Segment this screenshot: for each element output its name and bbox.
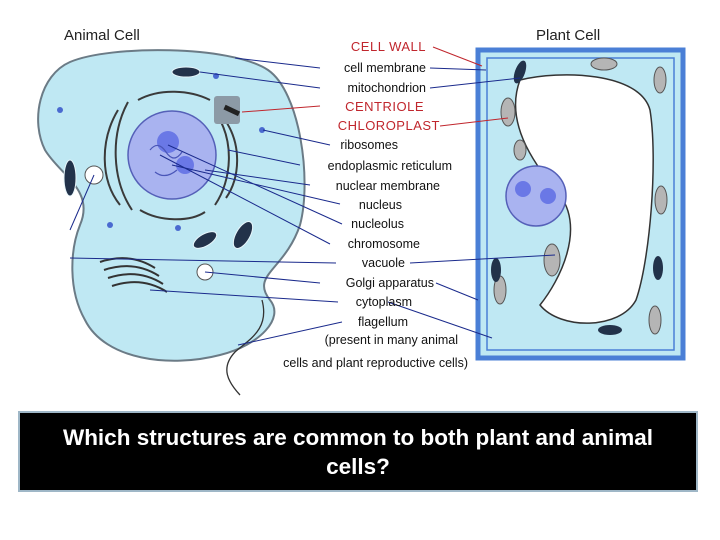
label-cytoplasm: cytoplasm — [356, 295, 412, 309]
animal-golgi — [99, 257, 168, 293]
plant-chloroplasts — [493, 57, 668, 335]
label-mitochondrion: mitochondrion — [347, 81, 426, 95]
question-text: Which structures are common to both plan… — [62, 424, 654, 479]
plant-nucleolus — [515, 181, 531, 197]
label-chromosome: chromosome — [348, 237, 420, 251]
label-cell-wall: CELL WALL — [351, 39, 426, 54]
label-nuclear-membrane: nuclear membrane — [336, 179, 440, 193]
label-nucleolus: nucleolus — [351, 217, 404, 231]
question-box: Which structures are common to both plan… — [18, 411, 698, 492]
animal-mitochondria — [63, 66, 254, 249]
label-flagellum-note-1: (present in many animal — [325, 333, 458, 347]
leader-lines — [69, 46, 556, 346]
animal-nucleus — [127, 110, 217, 200]
label-flagellum-note-2: cells and plant reproductive cells) — [283, 356, 468, 370]
labels: CELL WALL cell membrane mitochondrion CE… — [283, 39, 468, 370]
plant-mitochondria — [491, 60, 663, 335]
animal-cell-title: Animal Cell — [64, 27, 140, 44]
label-cell-membrane: cell membrane — [344, 61, 426, 75]
animal-nucleolus — [157, 131, 179, 153]
animal-cell-membrane — [37, 49, 306, 362]
label-ribosomes: ribosomes — [340, 138, 398, 152]
label-chloroplast: CHLOROPLAST — [338, 118, 440, 133]
plant-nucleus — [505, 165, 567, 227]
label-vacuole: vacuole — [362, 256, 405, 270]
label-golgi-apparatus: Golgi apparatus — [346, 276, 434, 290]
label-flagellum: flagellum — [358, 315, 408, 329]
plant-cell — [475, 47, 686, 361]
label-endoplasmic-reticulum: endoplasmic reticulum — [328, 159, 452, 173]
animal-cell — [37, 49, 306, 396]
flagellum — [226, 299, 265, 396]
animal-chromosome — [149, 144, 183, 177]
plant-cell-title: Plant Cell — [536, 27, 600, 44]
label-centriole: CENTRIOLE — [345, 99, 424, 114]
label-nucleus: nucleus — [359, 198, 402, 212]
